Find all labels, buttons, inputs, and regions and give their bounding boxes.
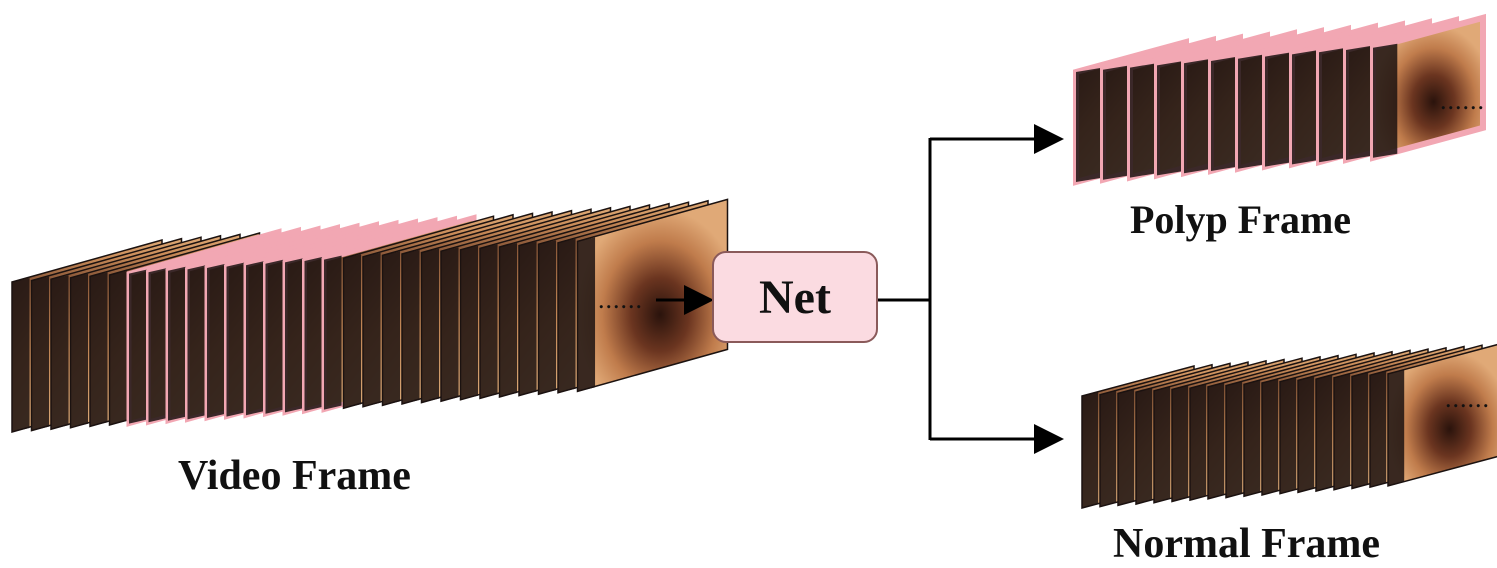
video-frame-label: Video Frame: [178, 453, 411, 499]
net-block: Net: [712, 251, 878, 343]
polyp-frame-label: Polyp Frame: [1130, 197, 1352, 242]
normal-frame-stack: [1081, 343, 1497, 509]
polyp-frame-stack: [1073, 13, 1486, 186]
video-ellipsis: ......: [598, 285, 643, 314]
frame: [1387, 343, 1497, 487]
normal-ellipsis: ......: [1445, 384, 1490, 413]
frame: [576, 198, 729, 393]
normal-frame-label: Normal Frame: [1113, 521, 1381, 567]
net-label: Net: [759, 270, 831, 324]
polyp-ellipsis: ......: [1440, 86, 1485, 115]
video-frame-stack: [11, 198, 729, 433]
frame: [1370, 13, 1486, 162]
